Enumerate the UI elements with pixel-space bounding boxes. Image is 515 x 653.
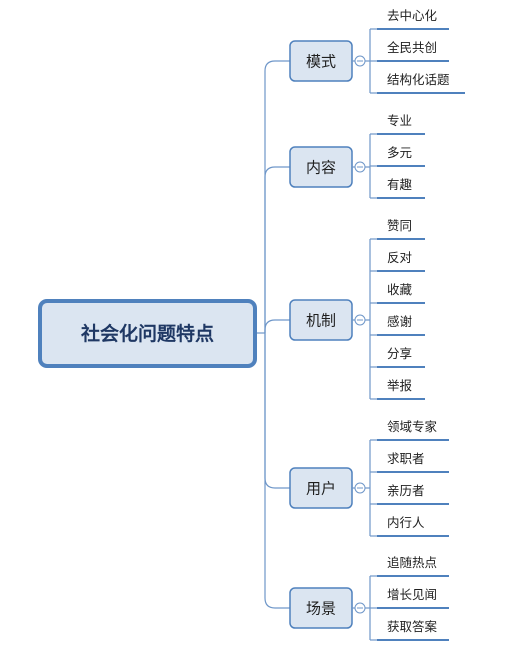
leaf-label: 去中心化: [387, 8, 438, 23]
leaf-node[interactable]: 反对: [370, 250, 425, 272]
leaf-node[interactable]: 举报: [370, 378, 425, 400]
leaf-label: 全民共创: [387, 40, 437, 55]
branch-label: 场景: [306, 600, 336, 618]
leaf-label: 求职者: [387, 451, 425, 466]
root-node[interactable]: 社会化问题特点: [38, 299, 257, 368]
leaf-label: 内行人: [387, 515, 425, 530]
collapse-toggle-icon[interactable]: [352, 55, 366, 67]
leaf-label: 获取答案: [387, 619, 438, 634]
leaf-label: 多元: [387, 145, 412, 160]
leaf-label: 专业: [387, 113, 412, 128]
root-label: 社会化问题特点: [80, 322, 214, 345]
leaf-node[interactable]: 亲历者: [370, 483, 449, 505]
leaf-label: 收藏: [387, 282, 413, 297]
leaf-node[interactable]: 领域专家: [370, 419, 449, 441]
branch-connector: [264, 333, 290, 489]
collapse-toggle-icon[interactable]: [352, 161, 366, 173]
branch-node-4[interactable]: 用户: [289, 467, 366, 509]
leaf-label: 反对: [387, 250, 412, 265]
leaf-node[interactable]: 获取答案: [370, 619, 449, 641]
branch-node-1[interactable]: 模式: [289, 40, 366, 82]
leaf-label: 结构化话题: [387, 72, 450, 87]
leaf-label: 增长见闻: [387, 587, 437, 602]
branch-connector: [264, 319, 290, 333]
branch-label: 用户: [306, 480, 336, 498]
leaf-node[interactable]: 内行人: [370, 515, 449, 537]
branch-node-2[interactable]: 内容: [289, 146, 366, 188]
branch-label: 内容: [306, 159, 336, 177]
branch-connector: [264, 166, 290, 333]
leaf-label: 追随热点: [387, 555, 437, 570]
leaf-label: 赞同: [387, 218, 412, 233]
leaf-label: 举报: [387, 378, 413, 393]
leaf-node[interactable]: 全民共创: [370, 40, 449, 62]
leaf-node[interactable]: 求职者: [370, 451, 449, 473]
branch-label: 模式: [306, 53, 336, 71]
leaf-node[interactable]: 追随热点: [370, 555, 449, 577]
leaf-node[interactable]: 收藏: [370, 282, 425, 304]
branch-connector: [264, 60, 290, 333]
leaf-label: 有趣: [387, 177, 413, 192]
leaf-node[interactable]: 分享: [370, 346, 425, 368]
leaf-node[interactable]: 多元: [370, 145, 425, 167]
collapse-toggle-icon[interactable]: [352, 482, 366, 494]
collapse-toggle-icon[interactable]: [352, 602, 366, 614]
leaf-label: 感谢: [387, 314, 412, 329]
leaf-label: 分享: [387, 346, 412, 361]
leaf-node[interactable]: 增长见闻: [370, 587, 449, 609]
leaf-node[interactable]: 专业: [370, 113, 425, 135]
branch-node-3[interactable]: 机制: [289, 299, 366, 341]
leaf-label: 亲历者: [387, 483, 425, 498]
collapse-toggle-icon[interactable]: [352, 314, 366, 326]
leaf-node[interactable]: 结构化话题: [370, 72, 465, 94]
root-box: [38, 299, 257, 368]
leaf-label: 领域专家: [387, 419, 438, 434]
leaf-node[interactable]: 赞同: [370, 218, 425, 240]
leaf-node[interactable]: 去中心化: [370, 8, 449, 30]
branch-node-5[interactable]: 场景: [289, 587, 366, 629]
connector-layer: [255, 29, 371, 640]
leaf-node[interactable]: 感谢: [370, 314, 425, 336]
branch-connector: [264, 333, 290, 609]
leaf-node[interactable]: 有趣: [370, 177, 425, 199]
branch-label: 机制: [306, 312, 336, 330]
